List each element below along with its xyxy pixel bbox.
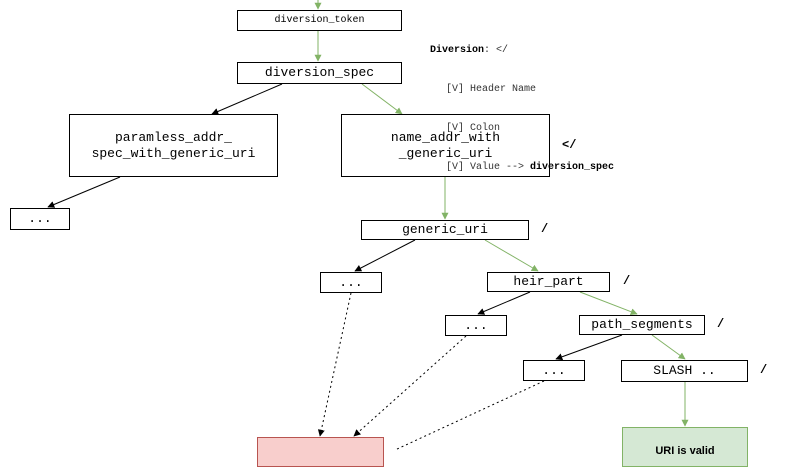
node-heir-part: heir_part: [487, 272, 610, 292]
annotation-keyword: Diversion: [430, 45, 485, 56]
node-path-segments: path_segments: [579, 315, 705, 335]
node-diversion-token: diversion_token: [237, 10, 402, 31]
node-name-addr-generic-uri: name_addr_with _generic_uri: [341, 114, 550, 177]
mark-generic-uri: /: [541, 222, 549, 236]
edge-dotted-gu: [317, 292, 352, 437]
mark-name-addr: </: [562, 138, 577, 152]
edge-spec-paramless: [211, 83, 283, 115]
edge-paramless-ellipsis: [47, 176, 121, 208]
annotation-value-target: diversion_spec: [530, 162, 615, 173]
edge-heir-path: [579, 291, 638, 315]
edge-generic-heir: [484, 239, 539, 272]
node-diversion-spec: diversion_spec: [237, 62, 402, 84]
annotation-line-1: [V] Header Name: [446, 84, 537, 95]
edge-generic-ellipsis: [354, 239, 416, 272]
node-ellipsis-path: ...: [523, 360, 585, 381]
annotation-line-3: [V] Value --> diversion_spec: [430, 161, 614, 174]
node-paramless-addr-spec: paramless_addr_ spec_with_generic_uri: [69, 114, 278, 177]
annotation-line-2: [V] Colon: [446, 123, 501, 134]
node-failure-box: [257, 437, 384, 467]
edge-heir-ellipsis: [477, 291, 531, 315]
edge-dotted-hp: [353, 335, 467, 437]
edges-layer: [47, 0, 689, 450]
node-uri-valid: URI is valid: [622, 427, 748, 467]
annotation-head: Diversion: </: [430, 44, 614, 57]
node-slash: SLASH ..: [621, 360, 748, 382]
mark-slash: /: [760, 363, 768, 377]
mark-path-segments: /: [717, 317, 725, 331]
edge-dotted-ps: [394, 380, 545, 450]
edge-spec-nameaddr: [361, 83, 403, 115]
node-ellipsis-left: ...: [10, 208, 70, 230]
annotation-block: Diversion: </ [V] Header Name [V] Colon …: [430, 18, 614, 187]
annotation-line-3-text: [V] Value -->: [446, 162, 531, 173]
mark-heir-part: /: [623, 274, 631, 288]
node-ellipsis-heir: ...: [445, 315, 507, 336]
annotation-head-rest: : </: [484, 45, 509, 56]
node-ellipsis-generic: ...: [320, 272, 382, 293]
edge-path-ellipsis: [555, 334, 623, 361]
node-generic-uri: generic_uri: [361, 220, 529, 240]
edge-path-slash: [651, 334, 686, 360]
